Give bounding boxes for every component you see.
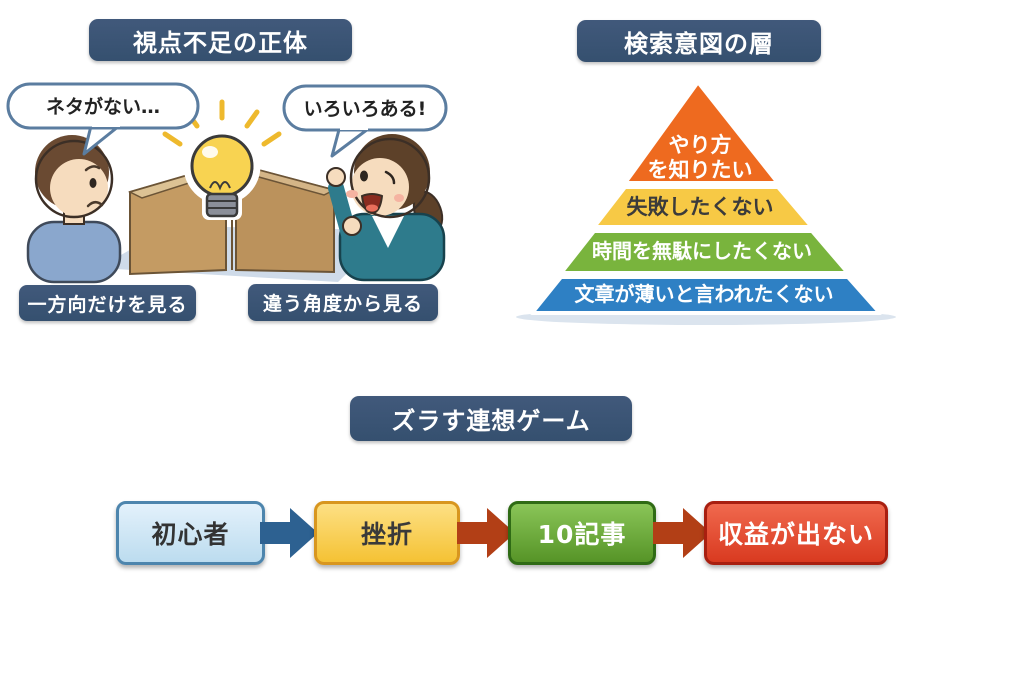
bubble-right-text: いろいろある! <box>304 98 427 120</box>
pyramid-title: 検索意図の層 <box>577 20 821 62</box>
flow-step-setback: 挫折 <box>314 501 460 565</box>
flow-arrow-3 <box>653 508 711 558</box>
pyramid-layer-1-text-line2: を知りたい <box>648 158 753 182</box>
pyramid-layer-3 <box>559 229 850 275</box>
flow-step-ten-articles: 10記事 <box>508 501 656 565</box>
flow-arrow-1 <box>260 508 318 558</box>
pyramid-layer-3-text: 時間を無駄にしたくない <box>592 239 812 263</box>
arrow-right-icon <box>653 508 711 558</box>
bulb-rays <box>162 99 282 147</box>
flow-title: ズラす連想ゲーム <box>350 396 632 441</box>
flow-step-no-revenue: 収益が出ない <box>704 501 888 565</box>
woman-figure <box>326 134 446 282</box>
arrow-right-icon <box>457 508 515 558</box>
pyramid-layer-1-text-line1: やり方 <box>669 133 732 157</box>
pyramid-layer-2-text: 失敗したくない <box>627 195 774 219</box>
intent-pyramid: やり方 を知りたい 失敗したくない 時間を無駄にしたくない 文章が薄いと言われた… <box>516 80 896 325</box>
perspective-scene: ネタがない… いろいろある! <box>6 82 448 284</box>
speech-bubble-left: ネタがない… <box>6 82 200 156</box>
speech-bubble-right: いろいろある! <box>282 84 448 158</box>
pyramid-layer-2 <box>592 185 814 229</box>
arrow-right-icon <box>260 508 318 558</box>
pyramid-layer-4 <box>530 275 882 315</box>
flow-arrow-2 <box>457 508 515 558</box>
view-different-angle-label: 違う角度から見る <box>248 284 438 321</box>
perspective-title: 視点不足の正体 <box>89 19 352 61</box>
flow-step-beginner: 初心者 <box>116 501 265 565</box>
pyramid-layer-4-text: 文章が薄いと言われたくない <box>575 282 834 306</box>
view-one-direction-label: 一方向だけを見る <box>19 285 196 321</box>
man-figure <box>26 135 122 284</box>
lightbulb-icon <box>162 99 282 220</box>
pyramid-layer-1 <box>623 80 780 185</box>
bubble-left-text: ネタがない… <box>46 95 160 118</box>
